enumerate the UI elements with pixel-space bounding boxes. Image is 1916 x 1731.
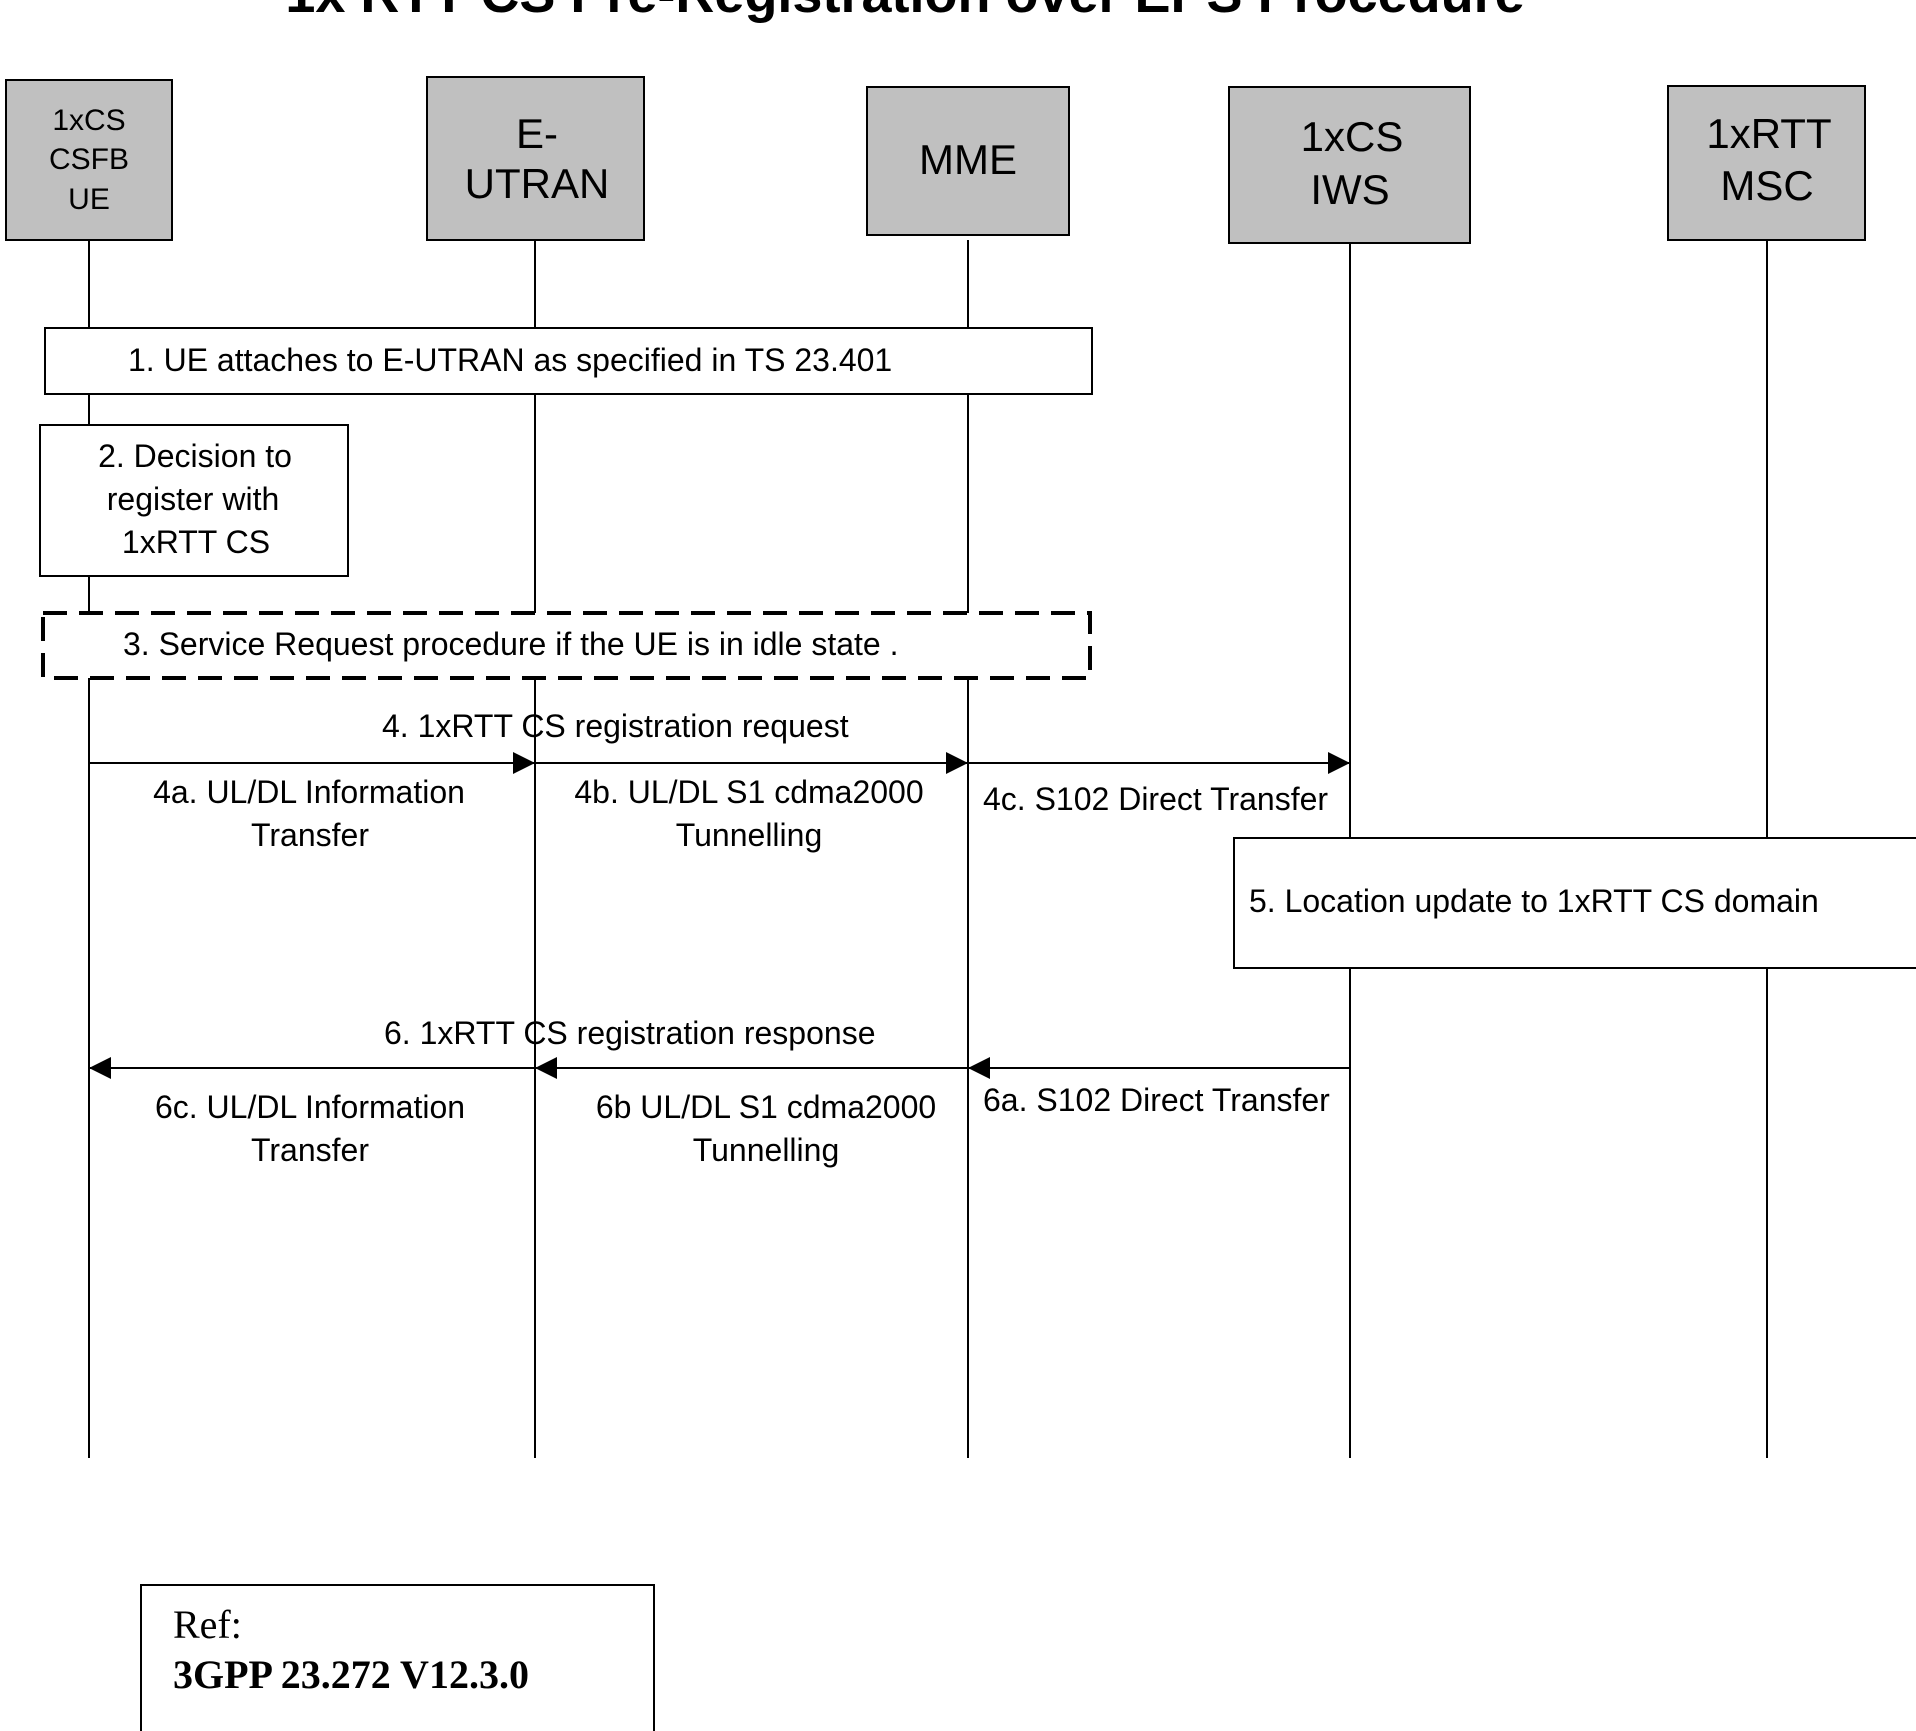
entity-mme: MME (866, 86, 1070, 236)
step-2-label-2: register with (107, 481, 280, 517)
step-6a-label: 6a. S102 Direct Transfer (983, 1082, 1330, 1118)
step-4b-label-2: Tunnelling (676, 817, 822, 853)
reference-source: 3GPP 23.272 V12.3.0 (173, 1652, 529, 1697)
entity-msc-label-2: MSC (1720, 162, 1813, 209)
entity-ue-label-1: 1xCS (52, 104, 125, 137)
step-1-box: 1. UE attaches to E-UTRAN as specified i… (44, 327, 1093, 395)
step-1-label: 1. UE attaches to E-UTRAN as specified i… (128, 342, 892, 378)
entity-eutran-label-1: E- (516, 110, 558, 157)
step-4-label: 4. 1xRTT CS registration request (382, 708, 849, 744)
step-4a-label-1: 4a. UL/DL Information (153, 774, 465, 810)
reference-box: Ref: 3GPP 23.272 V12.3.0 (140, 1584, 655, 1731)
diagram-title: 1x RTT CS Pre-Registration over EPS Proc… (285, 0, 1524, 24)
step-3-label: 3. Service Request procedure if the UE i… (123, 626, 899, 662)
step-6-label: 6. 1xRTT CS registration response (384, 1015, 875, 1051)
entity-ue-label-2: CSFB (49, 143, 129, 176)
step-6b-label-2: Tunnelling (693, 1132, 839, 1168)
step-4a-label-2: Transfer (251, 817, 369, 853)
entity-ue: 1xCS CSFB UE (5, 79, 173, 241)
step-2-box: 2. Decision to register with 1xRTT CS (39, 424, 349, 577)
step-4c-label: 4c. S102 Direct Transfer (983, 781, 1328, 817)
entity-iws-label-2: IWS (1310, 166, 1389, 213)
entity-msc-label-1: 1xRTT (1706, 110, 1831, 157)
step-2-label-1: 2. Decision to (98, 438, 292, 474)
entity-msc: 1xRTT MSC (1667, 85, 1866, 241)
step-5-label: 5. Location update to 1xRTT CS domain (1249, 883, 1819, 919)
entity-iws: 1xCS IWS (1228, 86, 1471, 244)
step-6c-label-2: Transfer (251, 1132, 369, 1168)
entity-eutran-label-2: UTRAN (465, 160, 610, 207)
step-6b-label-1: 6b UL/DL S1 cdma2000 (596, 1089, 936, 1125)
entity-mme-label-1: MME (919, 136, 1017, 183)
entity-iws-label-1: 1xCS (1301, 113, 1404, 160)
reference-label: Ref: (173, 1602, 242, 1647)
step-3-box: 3. Service Request procedure if the UE i… (41, 611, 1092, 680)
step-6c-label-1: 6c. UL/DL Information (155, 1089, 465, 1125)
entity-eutran: E- UTRAN (426, 76, 645, 241)
entity-ue-label-3: UE (68, 183, 110, 216)
step-2-label-3: 1xRTT CS (122, 524, 270, 560)
step-5-box: 5. Location update to 1xRTT CS domain (1233, 837, 1916, 969)
step-4b-label-1: 4b. UL/DL S1 cdma2000 (574, 774, 923, 810)
